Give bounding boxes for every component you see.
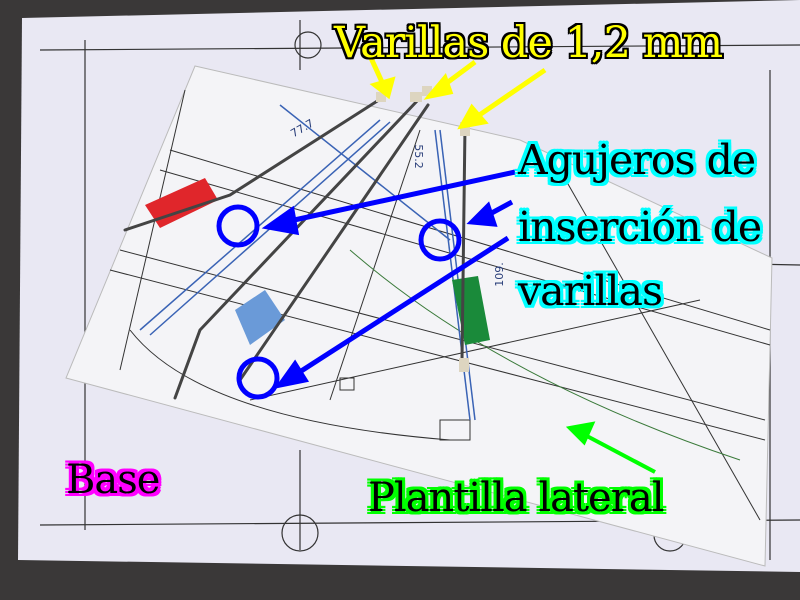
base-label: Base [66, 457, 160, 503]
blue-arrows [261, 169, 516, 389]
green-arrow [565, 421, 656, 474]
holes-label-line1: Agujeros de [518, 136, 756, 184]
hole-marker-3 [236, 356, 280, 400]
rods-label: Varillas de 1,2 mm [334, 18, 723, 68]
hole-marker-1 [216, 204, 260, 248]
template-label: Plantilla lateral [368, 475, 664, 521]
dimension-55-2: 55.2 [411, 144, 425, 169]
red-tag [145, 178, 218, 228]
rod-tips [376, 86, 470, 372]
hole-marker-2 [418, 218, 462, 262]
rods [123, 96, 467, 400]
template-drawing-lines [109, 89, 771, 521]
yellow-arrows [362, 43, 547, 130]
holes-label-line3: varillas [518, 267, 663, 315]
holes-label-line2: inserción de [518, 203, 762, 251]
dimension-109: 109. [492, 262, 506, 287]
blue-tag [235, 290, 285, 345]
